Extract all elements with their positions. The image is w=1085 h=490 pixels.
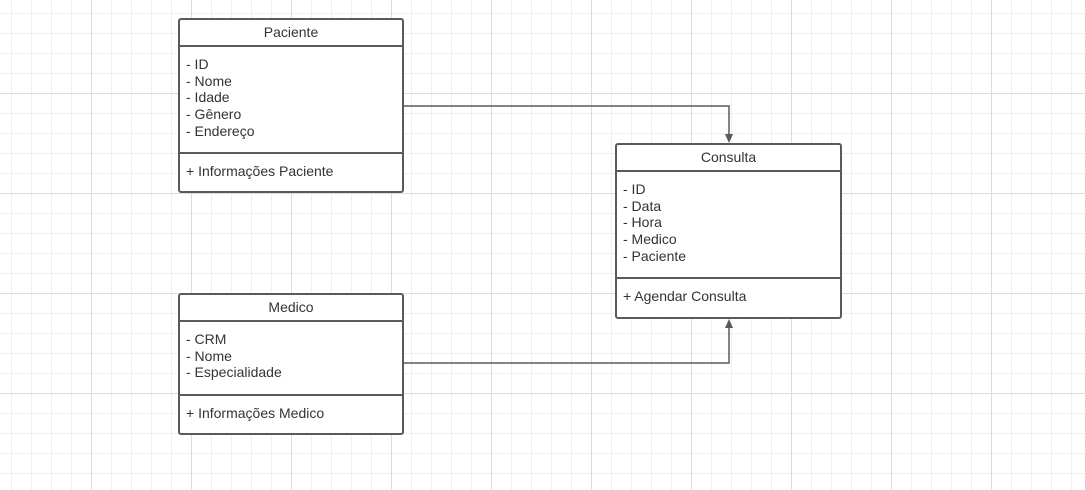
class-paciente-methods: + Informações Paciente [180, 154, 402, 180]
class-consulta-attributes: - ID - Data - Hora - Medico - Paciente [617, 172, 840, 279]
attribute-idade: - Idade [186, 89, 230, 106]
attribute-crm: - CRM [186, 331, 227, 347]
arrowhead-icon [725, 319, 733, 328]
class-consulta-methods: + Agendar Consulta [617, 279, 840, 305]
attribute-hora: - Hora [623, 214, 662, 231]
attribute-id: - ID [623, 181, 646, 197]
class-consulta-name: Consulta [617, 145, 840, 172]
attribute-id: - ID [186, 56, 209, 72]
attribute-paciente: - Paciente [623, 247, 687, 264]
attribute-endereco: - Endereço [186, 122, 255, 139]
class-paciente-attributes: - ID - Nome - Idade - Gênero - Endereço [180, 47, 402, 154]
class-medico-name: Medico [180, 295, 402, 322]
class-medico[interactable]: Medico - CRM - Nome - Especialidade + In… [178, 293, 404, 435]
attribute-data: - Data [623, 197, 662, 214]
attribute-nome: - Nome [186, 72, 232, 89]
class-consulta[interactable]: Consulta - ID - Data - Hora - Medico - P… [615, 143, 842, 319]
attribute-nome: - Nome [186, 347, 232, 364]
method-informacoes-paciente: + Informações Paciente [186, 163, 334, 179]
class-medico-methods: + Informações Medico [180, 396, 402, 422]
method-informacoes-medico: + Informações Medico [186, 405, 325, 421]
class-paciente[interactable]: Paciente - ID - Nome - Idade - Gênero - … [178, 18, 404, 193]
connector-paciente-consulta[interactable] [404, 105, 733, 143]
class-medico-attributes: - CRM - Nome - Especialidade [180, 322, 402, 396]
class-paciente-name: Paciente [180, 20, 402, 47]
method-agendar-consulta: + Agendar Consulta [623, 288, 747, 304]
attribute-especialidade: - Especialidade [186, 364, 282, 381]
attribute-genero: - Gênero [186, 106, 242, 123]
attribute-medico: - Medico [623, 231, 677, 248]
connector-medico-consulta[interactable] [404, 319, 733, 364]
arrowhead-icon [725, 134, 733, 143]
